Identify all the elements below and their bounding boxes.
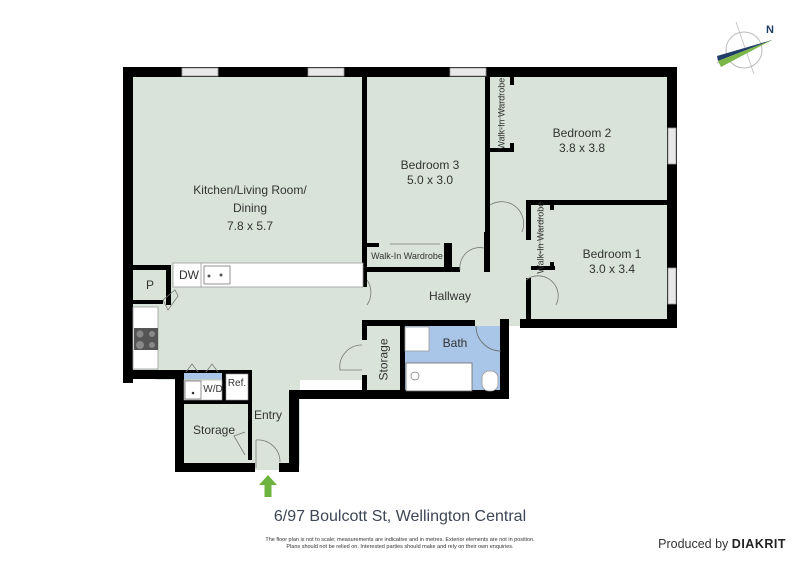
wiw-bedroom3-label: Walk-In Wardrobe — [371, 251, 443, 261]
storage-entry-label: Storage — [192, 423, 236, 437]
bedroom2-label: Bedroom 2 3.8 x 3.8 — [532, 126, 632, 156]
entry-label: Entry — [253, 408, 282, 422]
bedroom3-label: Bedroom 3 5.0 x 3.0 — [380, 158, 480, 188]
laundry — [183, 363, 249, 401]
hallway-label: Hallway — [428, 289, 471, 303]
floor-areas — [130, 74, 670, 470]
vanity-icon — [404, 326, 430, 352]
disclaimer-line-1: The floor plan is not to scale; measurem… — [265, 537, 535, 543]
sink-icon — [203, 265, 231, 285]
pantry-label: P — [145, 278, 154, 292]
disclaimer-line-2: Plans should not be relied on. Intereste… — [286, 544, 514, 551]
bedroom1-name: Bedroom 1 — [582, 247, 642, 261]
kitchen-counter — [132, 262, 364, 370]
compass-north-label: N — [766, 24, 774, 36]
bath-label: Bath — [442, 336, 468, 350]
laundry-sink-icon — [184, 380, 202, 400]
toilet-icon — [481, 370, 499, 392]
disclaimer: The floor plan is not to scale; measurem… — [0, 537, 800, 552]
storage-hall-label: Storage — [376, 338, 391, 381]
bedroom2-name: Bedroom 2 — [552, 126, 612, 140]
entry-arrow-icon — [259, 475, 277, 497]
produced-by: Produced by DIAKRIT — [658, 537, 786, 551]
bath-fixtures — [404, 325, 502, 392]
kitchen-size: 7.8 x 5.7 — [226, 219, 274, 233]
walls — [123, 67, 677, 472]
bifold-door-icon — [185, 363, 219, 373]
bedroom1-label: Bedroom 1 3.0 x 3.4 — [562, 247, 662, 277]
bedroom3-name: Bedroom 3 — [400, 158, 460, 172]
compass-icon — [716, 21, 773, 75]
kitchen-label: Kitchen/Living Room/ Dining 7.8 x 5.7 — [170, 183, 330, 234]
kitchen-name: Kitchen/Living Room/ — [193, 183, 307, 197]
kitchen-name-2: Dining — [232, 201, 268, 215]
fridge-label: Ref. — [227, 378, 247, 389]
address-title: 6/97 Boulcott St, Wellington Central — [273, 508, 527, 525]
door-swings — [162, 95, 559, 468]
bedroom3-size: 5.0 x 3.0 — [406, 173, 454, 187]
produced-by-prefix: Produced by — [658, 537, 729, 551]
bathtub-icon — [405, 362, 473, 392]
dishwasher-label: DW — [179, 268, 199, 282]
wiw-bedroom2-label: Walk-In Wardrobe — [496, 77, 507, 150]
produced-by-brand: DIAKRIT — [731, 537, 786, 551]
wiw-bedroom1-label: Walk-In Wardrobe — [535, 201, 546, 274]
windows — [181, 67, 677, 305]
washer-dryer-label: W/D — [203, 384, 223, 395]
bedroom1-size: 3.0 x 3.4 — [588, 262, 636, 276]
bedroom2-size: 3.8 x 3.8 — [558, 141, 606, 155]
